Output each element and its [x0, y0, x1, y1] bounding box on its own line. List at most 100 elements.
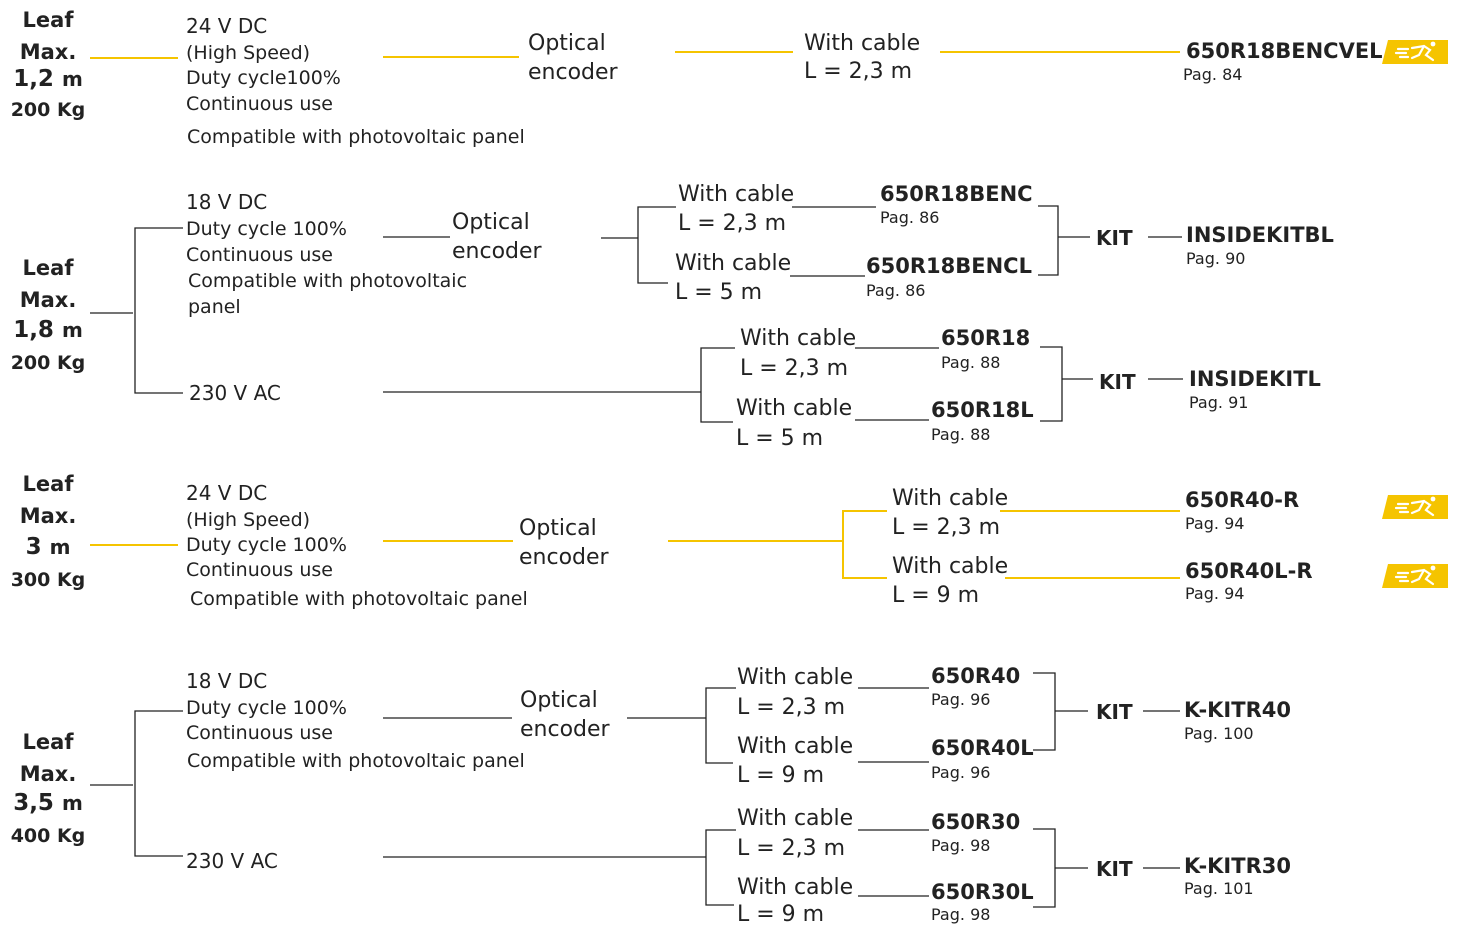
- spec-use: Continuous use: [186, 722, 333, 744]
- page-ref: Pag. 86: [866, 281, 926, 300]
- cable-label: With cable: [737, 806, 854, 831]
- page-ref: Pag. 94: [1185, 514, 1245, 533]
- encoder-label: encoder: [520, 717, 610, 742]
- max-label: Max.: [19, 504, 77, 528]
- page-ref: Pag. 88: [931, 425, 991, 444]
- page-ref: Pag. 91: [1189, 393, 1249, 412]
- cable-length: L = 9 m: [737, 902, 825, 927]
- leaf-weight: 300 Kg: [10, 569, 86, 591]
- max-label: Max.: [19, 762, 77, 786]
- spec-voltage: 24 V DC: [186, 481, 268, 505]
- kit-code: INSIDEKITL: [1189, 367, 1321, 391]
- encoder-label: Optical: [452, 210, 530, 235]
- kit-code: K-KITR30: [1184, 854, 1291, 878]
- page-ref: Pag. 98: [931, 905, 991, 924]
- kit-label: KIT: [1096, 857, 1133, 881]
- product-code: 650R30L: [931, 880, 1034, 904]
- product-code: 650R30: [931, 810, 1021, 834]
- product-code: 650R40L-R: [1185, 559, 1313, 583]
- leaf-weight: 400 Kg: [10, 825, 86, 847]
- encoder-label: encoder: [519, 545, 609, 570]
- page-ref: Pag. 96: [931, 690, 991, 709]
- kit-label: KIT: [1099, 370, 1136, 394]
- kit-code: K-KITR40: [1184, 698, 1291, 722]
- group2-connectors: [90, 205, 1183, 423]
- spec-ac: 230 V AC: [189, 381, 281, 405]
- page-ref: Pag. 84: [1183, 65, 1243, 84]
- cable-length: L = 2,3 m: [737, 836, 846, 861]
- spec-duty: Duty cycle 100%: [186, 697, 347, 719]
- fast-running-man-icon: [1382, 564, 1448, 588]
- product-code: 650R18BENCVEL: [1186, 39, 1383, 63]
- spec-duty: Duty cycle 100%: [186, 218, 347, 240]
- cable-length: L = 2,3 m: [804, 59, 913, 84]
- spec-use: Continuous use: [186, 244, 333, 266]
- cable-length: L = 2,3 m: [737, 695, 846, 720]
- spec-compat: Compatible with photovoltaic panel: [190, 588, 528, 610]
- group4-connectors: [90, 672, 1180, 908]
- fast-running-man-icon: [1382, 40, 1448, 64]
- cable-label: With cable: [737, 875, 854, 900]
- cable-length: L = 2,3 m: [678, 211, 787, 236]
- page-ref: Pag. 88: [941, 353, 1001, 372]
- spec-use: Continuous use: [186, 559, 333, 581]
- leaf-length: 1,8 m: [13, 317, 83, 343]
- spec-compat: panel: [188, 296, 241, 318]
- encoder-label: Optical: [528, 31, 606, 56]
- spec-duty: Duty cycle 100%: [186, 534, 347, 556]
- leaf-label: Leaf: [22, 256, 74, 280]
- cable-length: L = 9 m: [892, 583, 980, 608]
- encoder-label: Optical: [520, 688, 598, 713]
- product-code: 650R40L: [931, 736, 1034, 760]
- product-code: 650R18L: [931, 398, 1034, 422]
- product-code: 650R18: [941, 326, 1031, 350]
- spec-duty: Duty cycle100%: [186, 67, 341, 89]
- group1-connectors: [90, 51, 1180, 59]
- kit-label: KIT: [1096, 226, 1133, 250]
- cable-label: With cable: [804, 31, 921, 56]
- leaf-length: 3,5 m: [13, 790, 83, 816]
- cable-label: With cable: [678, 182, 795, 207]
- spec-ac: 230 V AC: [186, 849, 278, 873]
- cable-label: With cable: [737, 665, 854, 690]
- encoder-label: encoder: [452, 239, 542, 264]
- spec-speed: (High Speed): [186, 42, 311, 64]
- leaf-length: 1,2 m: [13, 66, 83, 92]
- spec-voltage: 24 V DC: [186, 14, 268, 38]
- leaf-label: Leaf: [22, 472, 74, 496]
- cable-label: With cable: [737, 734, 854, 759]
- product-code: 650R18BENC: [880, 182, 1033, 206]
- cable-length: L = 2,3 m: [740, 356, 849, 381]
- product-code: 650R40-R: [1185, 488, 1300, 512]
- encoder-label: Optical: [519, 516, 597, 541]
- cable-label: With cable: [675, 251, 792, 276]
- cable-label: With cable: [740, 326, 857, 351]
- leaf-weight: 200 Kg: [10, 99, 86, 121]
- spec-compat: Compatible with photovoltaic panel: [187, 126, 525, 148]
- page-ref: Pag. 96: [931, 763, 991, 782]
- leaf-weight: 200 Kg: [10, 352, 86, 374]
- cable-length: L = 5 m: [675, 280, 763, 305]
- cable-length: L = 5 m: [736, 426, 824, 451]
- spec-compat: Compatible with photovoltaic panel: [187, 750, 525, 772]
- leaf-label: Leaf: [22, 8, 74, 32]
- spec-speed: (High Speed): [186, 509, 311, 531]
- page-ref: Pag. 101: [1184, 879, 1254, 898]
- product-code: 650R18BENCL: [866, 254, 1032, 278]
- page-ref: Pag. 94: [1185, 584, 1245, 603]
- product-code: 650R40: [931, 664, 1021, 688]
- cable-label: With cable: [892, 486, 1009, 511]
- leaf-length: 3 m: [25, 534, 71, 560]
- cable-label: With cable: [736, 396, 853, 421]
- fast-running-man-icon: [1382, 495, 1448, 519]
- page-ref: Pag. 90: [1186, 249, 1246, 268]
- spec-use: Continuous use: [186, 93, 333, 115]
- page-ref: Pag. 100: [1184, 724, 1254, 743]
- max-label: Max.: [19, 288, 77, 312]
- leaf-label: Leaf: [22, 730, 74, 754]
- spec-voltage: 18 V DC: [186, 190, 268, 214]
- cable-length: L = 9 m: [737, 763, 825, 788]
- cable-label: With cable: [892, 554, 1009, 579]
- max-label: Max.: [19, 40, 77, 64]
